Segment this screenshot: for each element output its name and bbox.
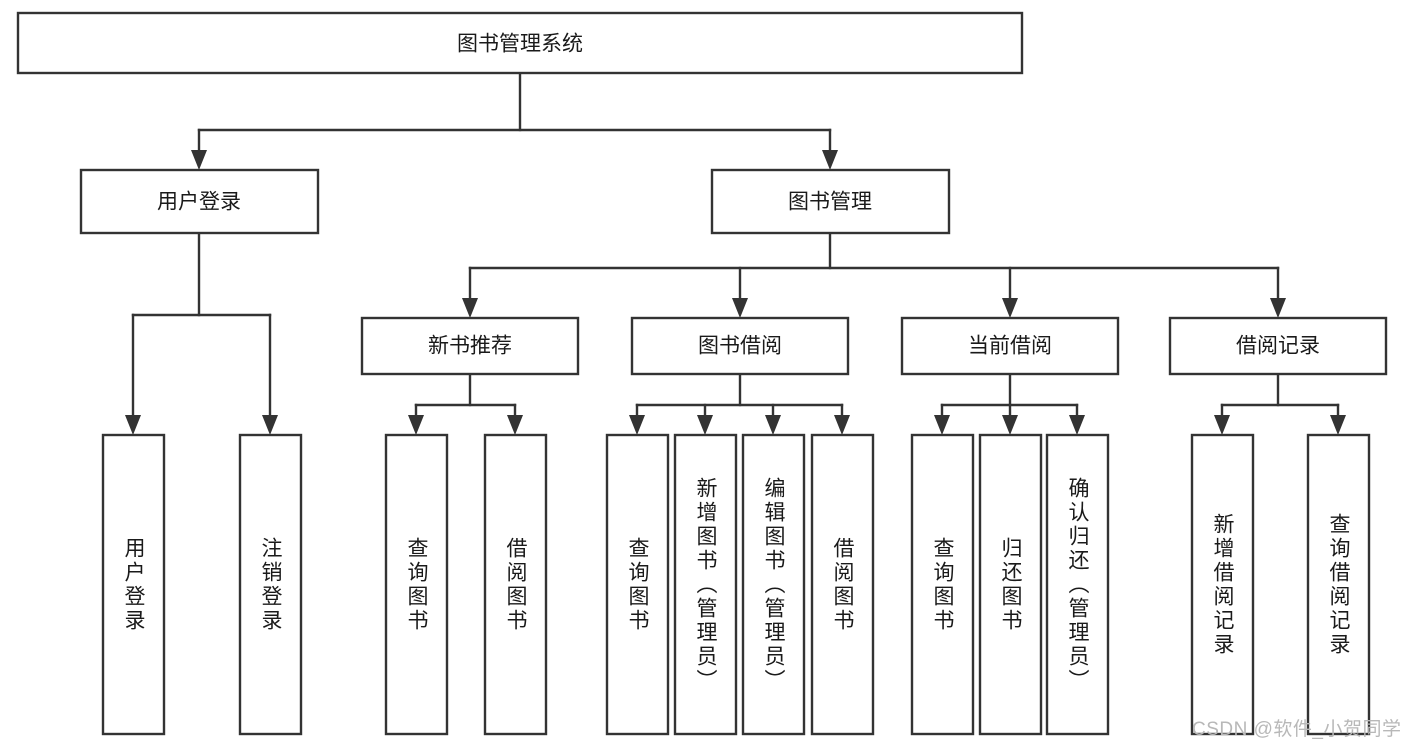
node-new-book-recommend-box[interactable] — [360, 316, 580, 376]
arrow-head-new-book-recommend — [462, 298, 478, 318]
leaf-box-cb-0[interactable] — [910, 433, 975, 736]
leaf-box-cb-2[interactable] — [1045, 433, 1110, 736]
leaf-boxes-new-book-recommend[interactable] — [384, 433, 548, 736]
arrow-head-leaf-nbr-0 — [408, 415, 424, 435]
arrow-head-leaf-nbr-1 — [507, 415, 523, 435]
leaf-box-bb-1[interactable] — [673, 433, 738, 736]
connector-group-book-borrow — [629, 372, 850, 435]
arrow-head-leaf-bb-2 — [765, 415, 781, 435]
leaf-box-bb-2[interactable] — [741, 433, 806, 736]
leaf-box-nbr-1[interactable] — [483, 433, 548, 736]
node-root[interactable]: 图书管理系统 — [16, 11, 1024, 75]
leaf-boxes-user-login[interactable] — [101, 433, 303, 736]
node-root-box[interactable] — [16, 11, 1024, 75]
connector-group-root — [191, 71, 838, 170]
arrow-head-leaf-user-login-1 — [262, 415, 278, 435]
arrow-head-borrow-record — [1270, 298, 1286, 318]
node-new-book-recommend-label: 新书推荐 — [428, 335, 512, 358]
arrow-head-user-login — [191, 150, 207, 170]
node-user-login[interactable]: 用户登录 — [79, 168, 320, 235]
leaf-boxes-borrow-record[interactable] — [1190, 433, 1371, 736]
arrow-head-leaf-cb-1 — [1002, 415, 1018, 435]
arrow-head-book-manage — [822, 150, 838, 170]
node-book-manage-label: 图书管理 — [788, 191, 872, 214]
node-book-manage[interactable]: 图书管理 — [710, 168, 951, 235]
leaf-box-bb-3[interactable] — [810, 433, 875, 736]
node-book-borrow-box[interactable] — [630, 316, 850, 376]
connector-group-book-manage — [462, 231, 1286, 318]
arrow-head-leaf-user-login-0 — [125, 415, 141, 435]
leaf-box-br-0[interactable] — [1190, 433, 1255, 736]
leaf-boxes-book-borrow[interactable] — [605, 433, 875, 736]
node-book-manage-box[interactable] — [710, 168, 951, 235]
leaf-box-cb-1[interactable] — [978, 433, 1043, 736]
node-user-login-label: 用户登录 — [157, 191, 241, 214]
leaf-box-bb-0[interactable] — [605, 433, 670, 736]
leaf-box-nbr-0[interactable] — [384, 433, 449, 736]
connector-group-borrow-record — [1214, 372, 1346, 435]
leaf-box-br-1[interactable] — [1306, 433, 1371, 736]
leaf-box-user-login-0[interactable] — [101, 433, 166, 736]
arrow-head-book-borrow — [732, 298, 748, 318]
csdn-watermark: CSDN @软件_小贺同学 — [1192, 719, 1402, 740]
leaf-boxes-current-borrow[interactable] — [910, 433, 1110, 736]
arrow-head-leaf-bb-1 — [697, 415, 713, 435]
arrow-head-current-borrow — [1002, 298, 1018, 318]
connector-group-user-login — [125, 231, 278, 435]
node-new-book-recommend[interactable]: 新书推荐 — [360, 316, 580, 376]
node-borrow-record[interactable]: 借阅记录 — [1168, 316, 1388, 376]
arrow-head-leaf-br-1 — [1330, 415, 1346, 435]
arrow-head-leaf-bb-0 — [629, 415, 645, 435]
node-borrow-record-label: 借阅记录 — [1236, 335, 1320, 358]
connector-group-current-borrow — [934, 372, 1085, 435]
node-user-login-box[interactable] — [79, 168, 320, 235]
node-root-label: 图书管理系统 — [457, 33, 583, 56]
node-book-borrow-label: 图书借阅 — [698, 335, 782, 358]
node-current-borrow-box[interactable] — [900, 316, 1120, 376]
node-borrow-record-box[interactable] — [1168, 316, 1388, 376]
node-book-borrow[interactable]: 图书借阅 — [630, 316, 850, 376]
arrow-head-leaf-cb-0 — [934, 415, 950, 435]
node-current-borrow[interactable]: 当前借阅 — [900, 316, 1120, 376]
node-current-borrow-label: 当前借阅 — [968, 335, 1052, 358]
leaf-box-user-login-1[interactable] — [238, 433, 303, 736]
arrow-head-leaf-bb-3 — [834, 415, 850, 435]
arrow-head-leaf-cb-2 — [1069, 415, 1085, 435]
connector-group-new-book-recommend — [408, 372, 523, 435]
arrow-head-leaf-br-0 — [1214, 415, 1230, 435]
